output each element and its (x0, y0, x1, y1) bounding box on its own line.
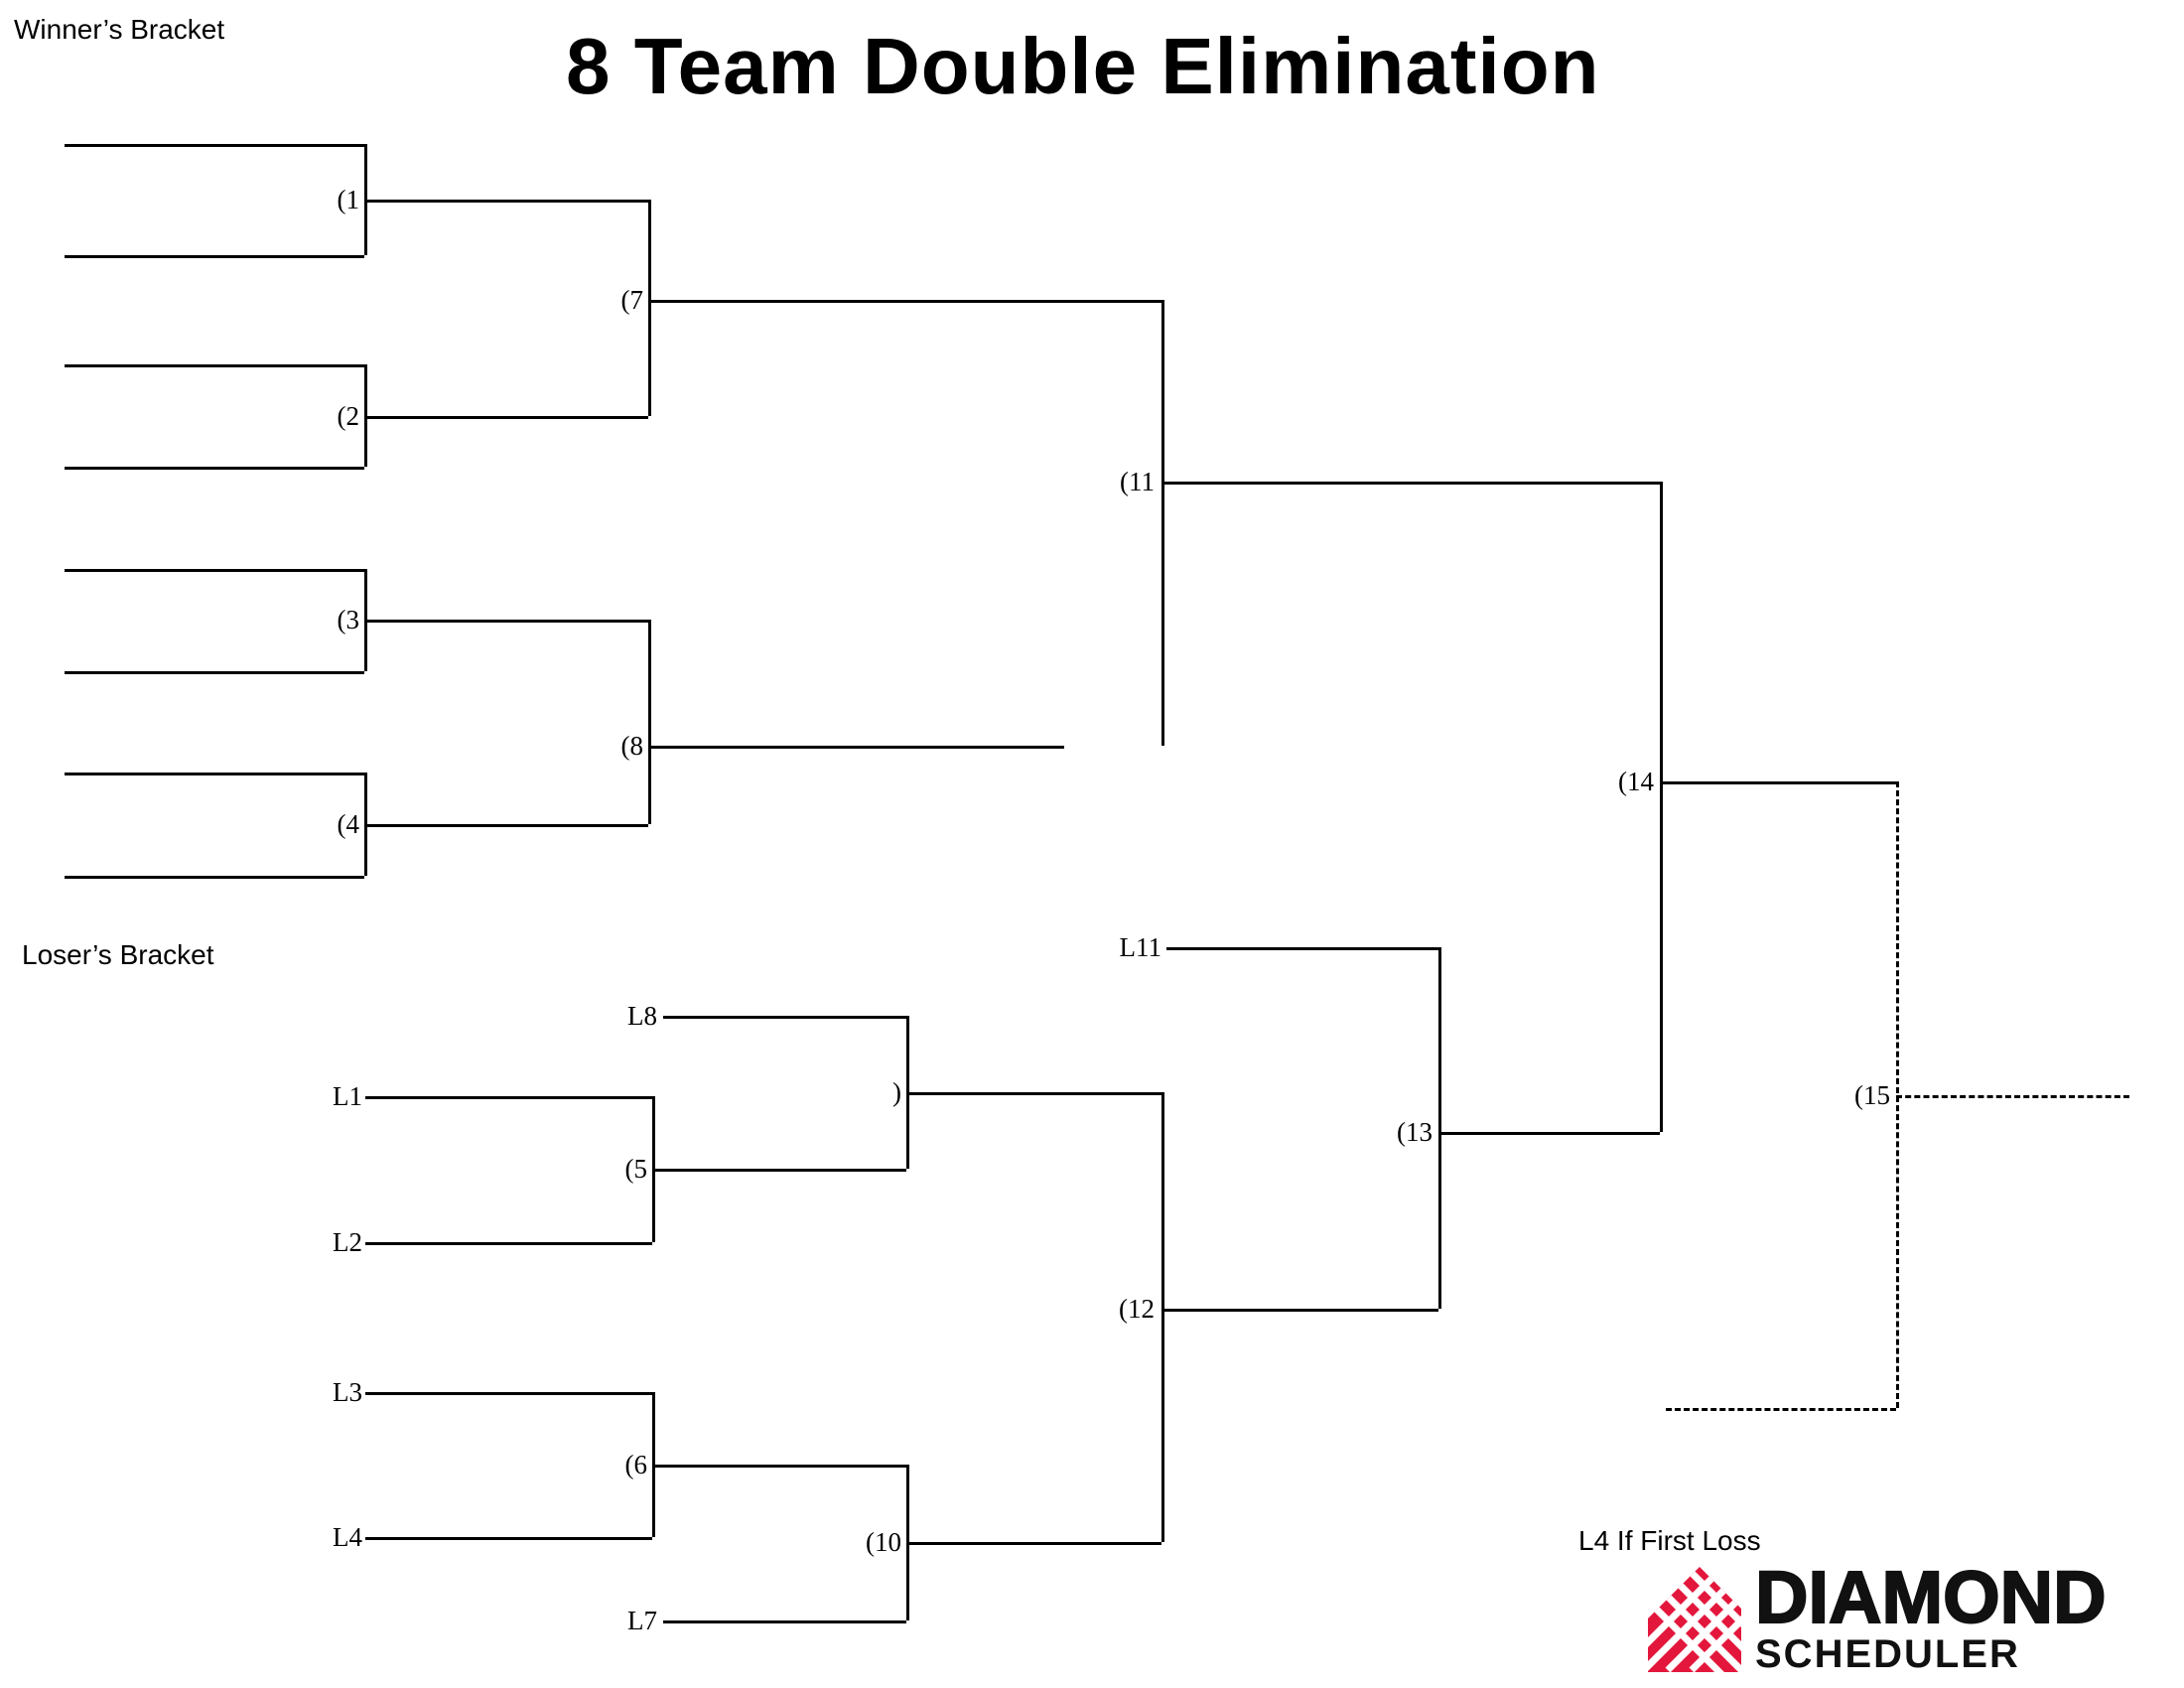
line-lb-g6-out (652, 1465, 906, 1468)
logo-wordmark: DIAMOND SCHEDULER (1754, 1556, 2108, 1676)
page-title: 8 Team Double Elimination (566, 22, 1600, 110)
label-loser-L1: L1 (333, 1081, 362, 1111)
line-wb-g2-join (364, 364, 367, 467)
label-game-5: (5 (624, 1154, 648, 1184)
line-lb-g12-out (1161, 1309, 1438, 1312)
label-game-7: (7 (620, 285, 644, 315)
logo-sub-text: SCHEDULER (1755, 1632, 2020, 1676)
line-wb-g4-out (364, 824, 648, 827)
label-game-6: (6 (624, 1450, 648, 1479)
label-game-1: (1 (337, 185, 360, 214)
winners-bracket-heading: Winner’s Bracket (14, 14, 225, 45)
line-wb-g3-team-bottom (65, 671, 364, 674)
line-lb-L4-line (365, 1537, 652, 1540)
line-wb-g8-join (648, 620, 651, 824)
line-wb-g1-team-top (65, 144, 364, 147)
label-game-10: (10 (866, 1527, 901, 1557)
logo-brand-text: DIAMOND (1754, 1556, 2108, 1638)
label-game-4: (4 (337, 809, 360, 839)
label-game-2: (2 (337, 401, 360, 431)
line-lb-g12-join (1161, 1092, 1164, 1542)
line-lb-L3-line (365, 1392, 652, 1395)
label-loser-L7: L7 (627, 1606, 657, 1635)
label-loser-L2: L2 (333, 1227, 362, 1257)
line-if-g15-out (1896, 1095, 2129, 1098)
line-lb-g9-out (906, 1092, 1161, 1095)
line-wb-g8-out (648, 746, 1064, 749)
diamond-scheduler-logo: DIAMOND SCHEDULER (1648, 1556, 2108, 1676)
line-lb-g5-out (652, 1169, 906, 1172)
label-loser-L11: L11 (1119, 932, 1162, 962)
line-wb-g3-team-top (65, 569, 364, 572)
line-lb-g13-join (1438, 947, 1441, 1309)
line-wb-g7-out (648, 300, 1161, 303)
label-game-8: (8 (620, 731, 644, 761)
label-game-15: (15 (1854, 1080, 1890, 1110)
label-game-3: (3 (337, 605, 360, 634)
line-lb-L2-line (365, 1242, 652, 1245)
line-wb-g2-team-top (65, 364, 364, 367)
line-wb-g7-join (648, 200, 651, 416)
label-game-13: (13 (1397, 1117, 1433, 1147)
line-wb-g4-team-bottom (65, 876, 364, 879)
line-wb-g1-team-bottom (65, 255, 364, 258)
line-lb-L11-line (1166, 947, 1438, 950)
line-wb-g3-out (364, 620, 648, 623)
label-game-9: ) (892, 1077, 901, 1107)
line-if-g15-join (1896, 781, 1899, 1408)
line-final-g14-out (1660, 781, 1896, 784)
label-loser-L3: L3 (333, 1377, 362, 1407)
line-lb-L7-line (663, 1620, 906, 1623)
line-lb-g10-out (906, 1542, 1161, 1545)
label-game-14: (14 (1618, 767, 1654, 796)
line-lb-g13-out (1438, 1132, 1660, 1135)
line-lb-L8-line (663, 1016, 906, 1019)
line-lb-L1-line (365, 1096, 652, 1099)
line-wb-g4-team-top (65, 773, 364, 775)
line-if-g15-feeder (1666, 1408, 1896, 1411)
line-wb-g2-out (364, 416, 648, 419)
label-loser-L8: L8 (627, 1001, 657, 1031)
label-game-12: (12 (1119, 1294, 1155, 1324)
line-wb-g1-out (364, 200, 648, 203)
label-game-11: (11 (1120, 467, 1155, 496)
line-wb-g2-team-bottom (65, 467, 364, 470)
losers-bracket-heading: Loser’s Bracket (22, 939, 214, 970)
line-wb-g11-join (1161, 300, 1164, 746)
line-final-g14-join (1660, 482, 1663, 1132)
line-wb-g11-out (1161, 482, 1660, 485)
l4-first-loss-note: L4 If First Loss (1578, 1525, 1761, 1556)
label-loser-L4: L4 (333, 1522, 362, 1552)
diamond-logo-icon (1648, 1567, 1741, 1672)
